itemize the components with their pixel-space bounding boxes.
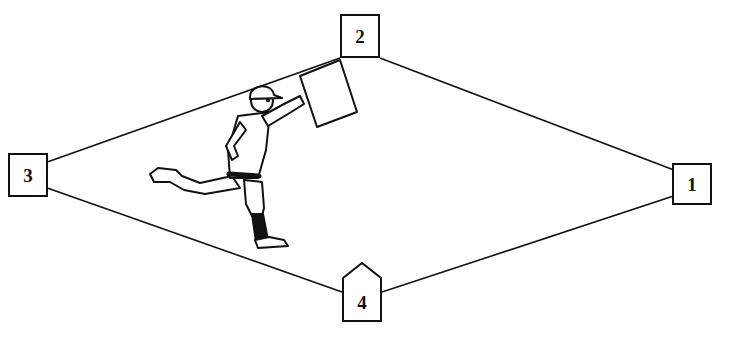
base-number: 1 bbox=[687, 175, 697, 194]
base-box: 3 bbox=[8, 153, 48, 197]
baseline bbox=[382, 197, 672, 292]
home-plate: 4 bbox=[342, 262, 382, 322]
base-number: 2 bbox=[355, 27, 365, 46]
base-number: 4 bbox=[357, 293, 367, 312]
baseline bbox=[48, 188, 342, 292]
baseline bbox=[48, 58, 340, 162]
baseline bbox=[380, 58, 672, 169]
base-number: 3 bbox=[23, 166, 33, 185]
base-box: 2 bbox=[340, 14, 380, 58]
base-box: 1 bbox=[672, 163, 712, 205]
home-plate-shape bbox=[343, 263, 381, 321]
home-plate-outline bbox=[342, 262, 382, 322]
